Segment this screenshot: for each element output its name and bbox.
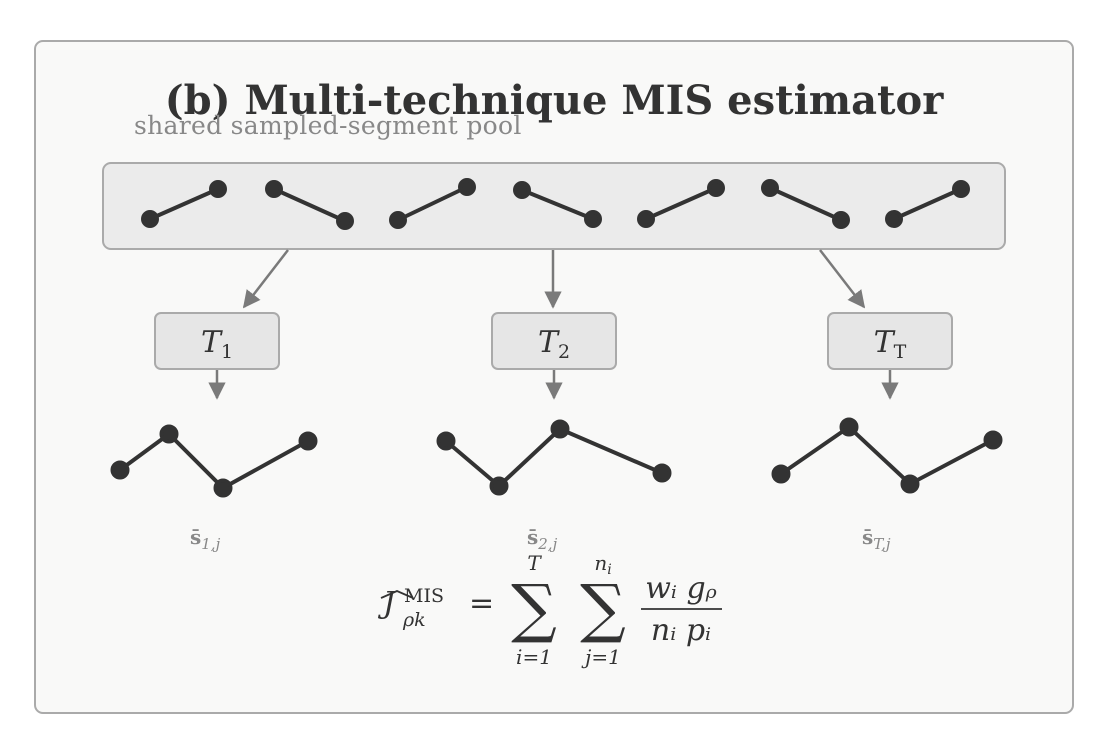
formula-equals: = [469, 586, 494, 621]
technique-label-1: T1 [201, 325, 233, 363]
pool-segment [513, 181, 602, 228]
sum2-lower: j=1 [581, 645, 621, 669]
pool-arrows [242, 249, 866, 309]
output-path-T [771, 417, 1003, 494]
arrow-pool-to-t1 [242, 249, 289, 309]
pool-segment [265, 180, 354, 230]
arrow-pool-to-tT [819, 249, 866, 309]
fraction-denominator: nᵢ pᵢ [651, 613, 711, 648]
pool-segment [389, 178, 476, 229]
panel-title: (b) Multi-technique MIS estimator [165, 77, 944, 124]
technique-label-2: T2 [538, 325, 570, 363]
segment-pool-box [102, 162, 1006, 250]
sum1-upper: T [527, 551, 542, 575]
technique-box-1: T1 [154, 312, 280, 370]
pool-segment [885, 180, 970, 228]
pool-segment [761, 179, 850, 229]
output-path-2 [436, 419, 672, 496]
output-path-1 [110, 424, 318, 498]
sum2-symbol: ∑ [580, 572, 626, 646]
pool-segment [637, 179, 725, 228]
pool-label: shared sampled-segment pool [134, 111, 522, 140]
segment-label-1: s̄1,j [190, 525, 221, 553]
box-arrows [208, 370, 899, 400]
formula-lhs-superscript: MIS [404, 585, 444, 607]
pool-segment [141, 180, 227, 228]
fraction-numerator: wᵢ gᵨ [645, 571, 717, 606]
segment-label-2: s̄2,j [527, 525, 558, 553]
formula-lhs-subscript: ρk [402, 609, 426, 631]
technique-box-2: T2 [491, 312, 617, 370]
hat-accent [380, 590, 414, 599]
sum1-symbol: ∑ [511, 572, 557, 646]
mis-formula: J MIS ρk = T ∑ i=1 ni ∑ j=1 wᵢ gᵨ nᵢ pᵢ [377, 551, 722, 669]
sum1-lower: i=1 [516, 645, 552, 669]
sum2-upper: ni [594, 551, 611, 578]
pool-segments [141, 178, 970, 230]
segment-label-T: s̄T,j [862, 525, 891, 553]
technique-label-T: TT [874, 325, 907, 363]
technique-box-T: TT [827, 312, 953, 370]
